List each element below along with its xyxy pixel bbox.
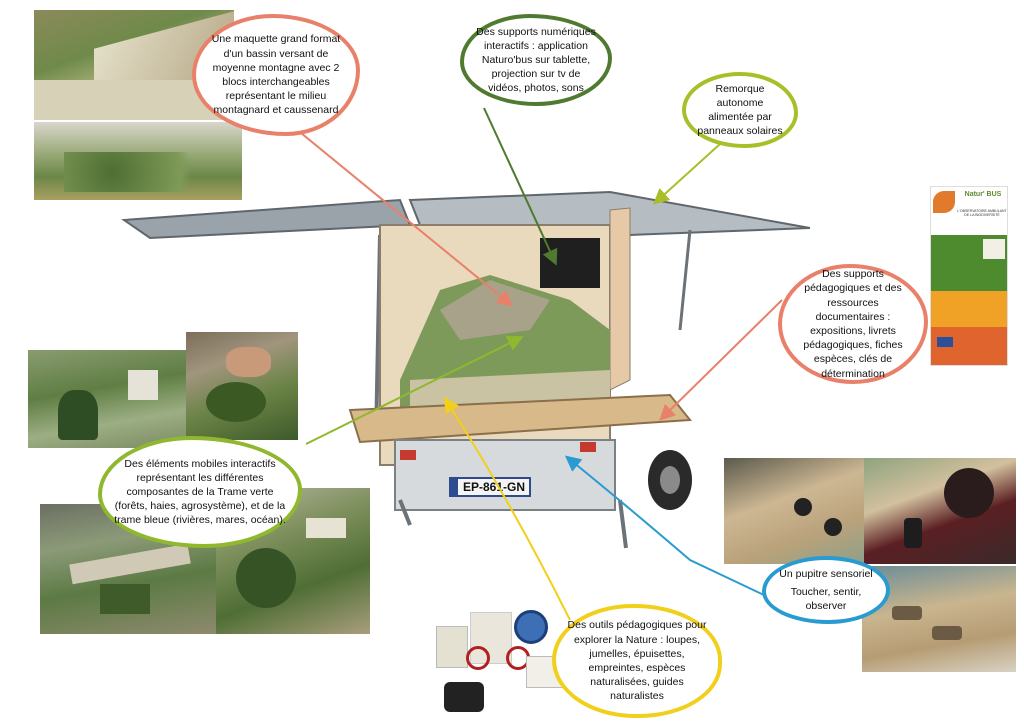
pedagogiques-bubble: Des supports pédagogiques et des ressour… [778, 264, 928, 384]
license-plate: EP-861-GN [463, 480, 525, 494]
outils-bubble: Des outils pédagogiques pour explorer la… [552, 604, 722, 718]
maquette-text: Une maquette grand format d'un bassin ve… [211, 33, 341, 117]
trame-photo-2 [186, 332, 298, 440]
outils-text: Des outils pédagogiques pour explorer la… [567, 619, 707, 703]
remorque-text: Remorque autonome alimentée par panneaux… [697, 82, 783, 138]
remorque-bubble: Remorque autonome alimentée par panneaux… [682, 72, 798, 148]
sensoriel-photo-2 [864, 458, 1016, 564]
numerique-text: Des supports numériques interactifs : ap… [476, 25, 596, 95]
sensoriel-title: Un pupitre sensoriel [779, 567, 873, 580]
brochure-subtitle: L'OBSERVATOIRE AMBULANT DE LA BIODIVERSI… [957, 209, 1007, 218]
brochure-image: Natur' BUS L'OBSERVATOIRE AMBULANT DE LA… [930, 186, 1008, 366]
sensoriel-text: Toucher, sentir, observer [790, 585, 862, 613]
mobiles-bubble: Des éléments mobiles interactifs représe… [98, 436, 302, 548]
numerique-bubble: Des supports numériques interactifs : ap… [460, 14, 612, 106]
trame-photo-1 [28, 350, 186, 448]
pedagogiques-text: Des supports pédagogiques et des ressour… [803, 268, 903, 380]
maquette-bubble: Une maquette grand format d'un bassin ve… [192, 14, 360, 136]
mobiles-text: Des éléments mobiles interactifs représe… [114, 457, 286, 527]
trailer-illustration: EP-861-GN [121, 190, 811, 549]
maquette-photo-bottom [34, 122, 242, 200]
sensoriel-bubble: Un pupitre sensoriel Toucher, sentir, ob… [762, 556, 890, 624]
sensoriel-photo-1 [724, 458, 864, 564]
brochure-logo: Natur' BUS [964, 191, 1002, 198]
